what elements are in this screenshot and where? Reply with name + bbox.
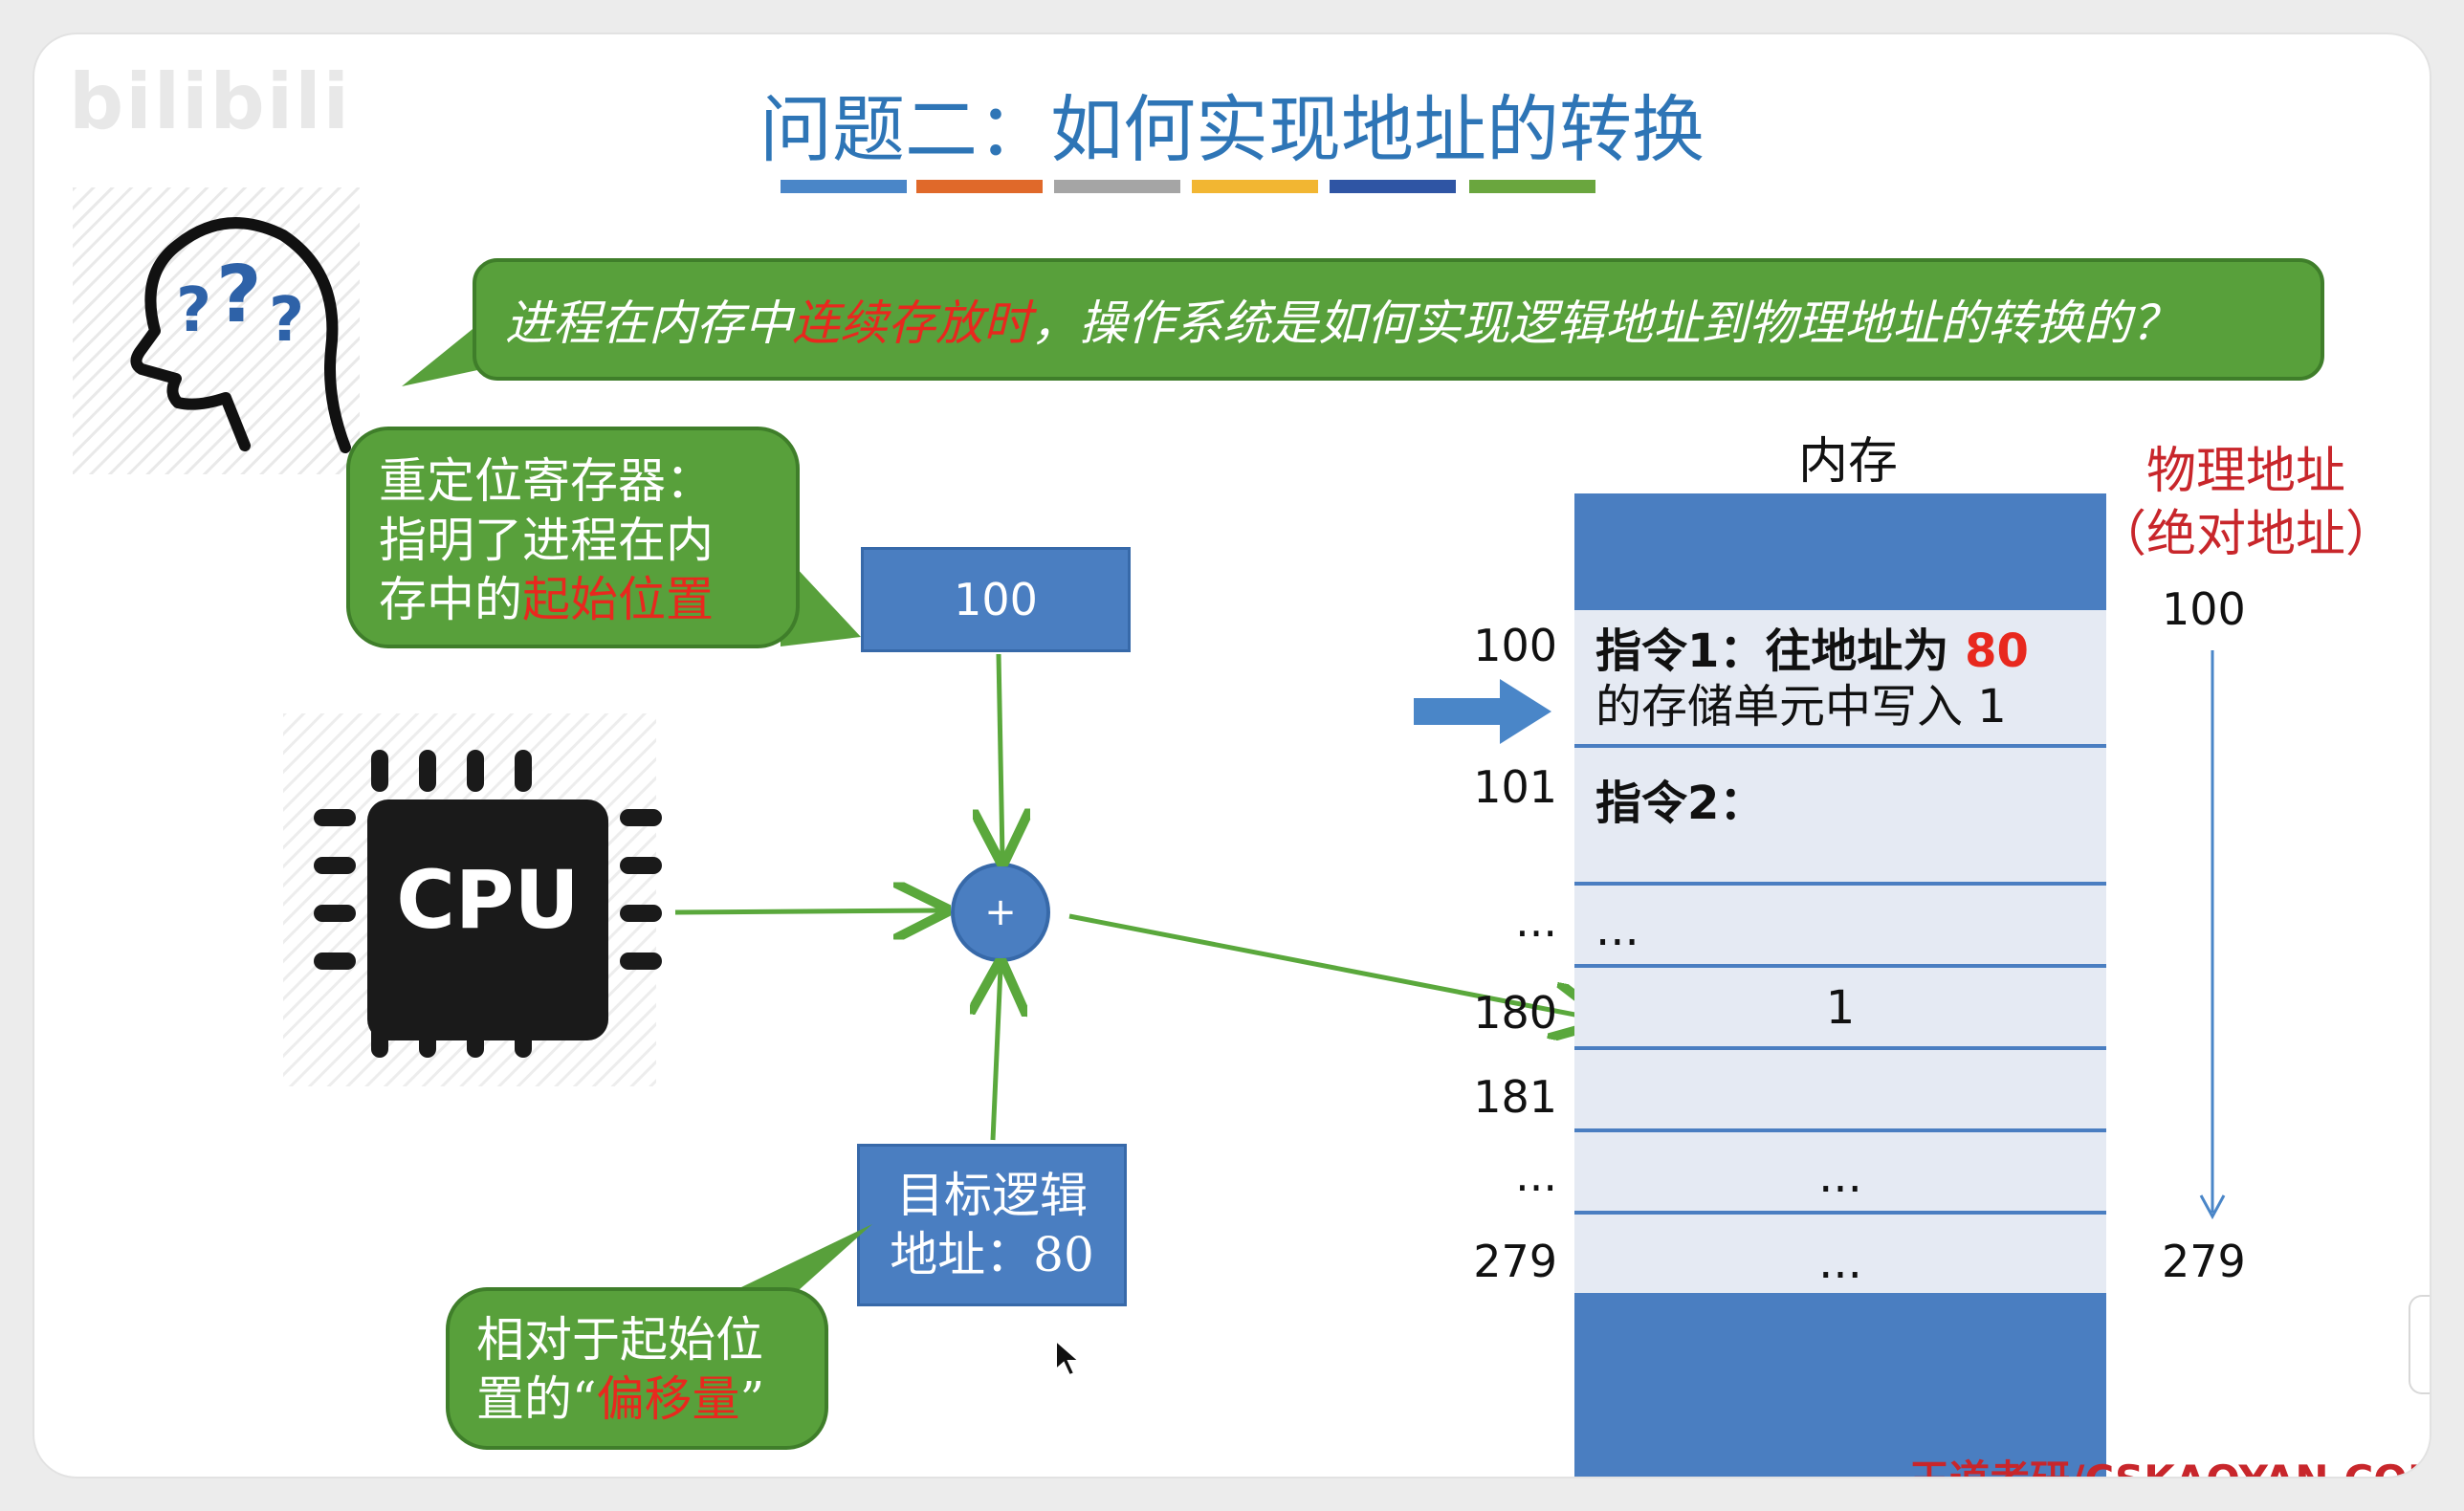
cell-text: 1 — [1826, 981, 1856, 1035]
slide-card: bilibili 问题二：如何实现地址的转换 ? ? ? 进程在内存中连续存放时… — [34, 34, 2430, 1477]
footer-brand: 王道考研/CSKAOYAN.COM — [1909, 1448, 2430, 1477]
physical-label-line: （绝对地址） — [2093, 503, 2399, 566]
cell-text: ... — [1595, 903, 1639, 956]
memory-cell: ... — [1574, 882, 2106, 964]
physical-address-label: 物理地址 （绝对地址） — [2093, 440, 2399, 566]
cell-text: ... — [1818, 1236, 1862, 1289]
memory-cell: ... — [1574, 1211, 2106, 1297]
memory-cell: ... — [1574, 1128, 2106, 1211]
memory-address: 100 — [1442, 620, 1557, 671]
cell-text: 指令2： — [1595, 777, 1765, 830]
mouse-cursor-icon — [1054, 1339, 1083, 1377]
memory-cell: 1 — [1574, 964, 2106, 1046]
cell-text: 的存储单元中写入 1 — [1595, 679, 2106, 734]
cell-text: 指令1：往地址为 — [1595, 624, 1965, 678]
memory-address: 101 — [1442, 761, 1557, 813]
arrow-cpu-to-adder — [675, 910, 941, 912]
physical-address-start: 100 — [2162, 583, 2246, 635]
cell-highlight: 80 — [1965, 624, 2029, 678]
arrow-target-to-adder — [993, 968, 1001, 1140]
arrow-right-icon — [1412, 673, 1555, 750]
arrow-register-to-adder — [999, 654, 1002, 857]
physical-address-end: 279 — [2162, 1236, 2246, 1287]
memory-label: 内存 — [1798, 421, 1898, 493]
memory-block-top — [1574, 493, 2106, 606]
memory-cell: 指令1：往地址为 80 的存储单元中写入 1 — [1574, 606, 2106, 744]
cell-text: ... — [1818, 1150, 1862, 1203]
memory-address: 180 — [1442, 987, 1557, 1039]
memory-cell — [1574, 1046, 2106, 1128]
memory-address: ... — [1442, 1150, 1557, 1201]
memory-cell: 指令2： — [1574, 744, 2106, 882]
physical-label-line: 物理地址 — [2093, 440, 2399, 503]
memory-address: ... — [1442, 895, 1557, 947]
memory-address: 181 — [1442, 1071, 1557, 1123]
physical-address-range-arrow — [2198, 650, 2227, 1224]
side-scroll-tab[interactable] — [2409, 1295, 2430, 1394]
memory-address: 279 — [1442, 1236, 1557, 1287]
